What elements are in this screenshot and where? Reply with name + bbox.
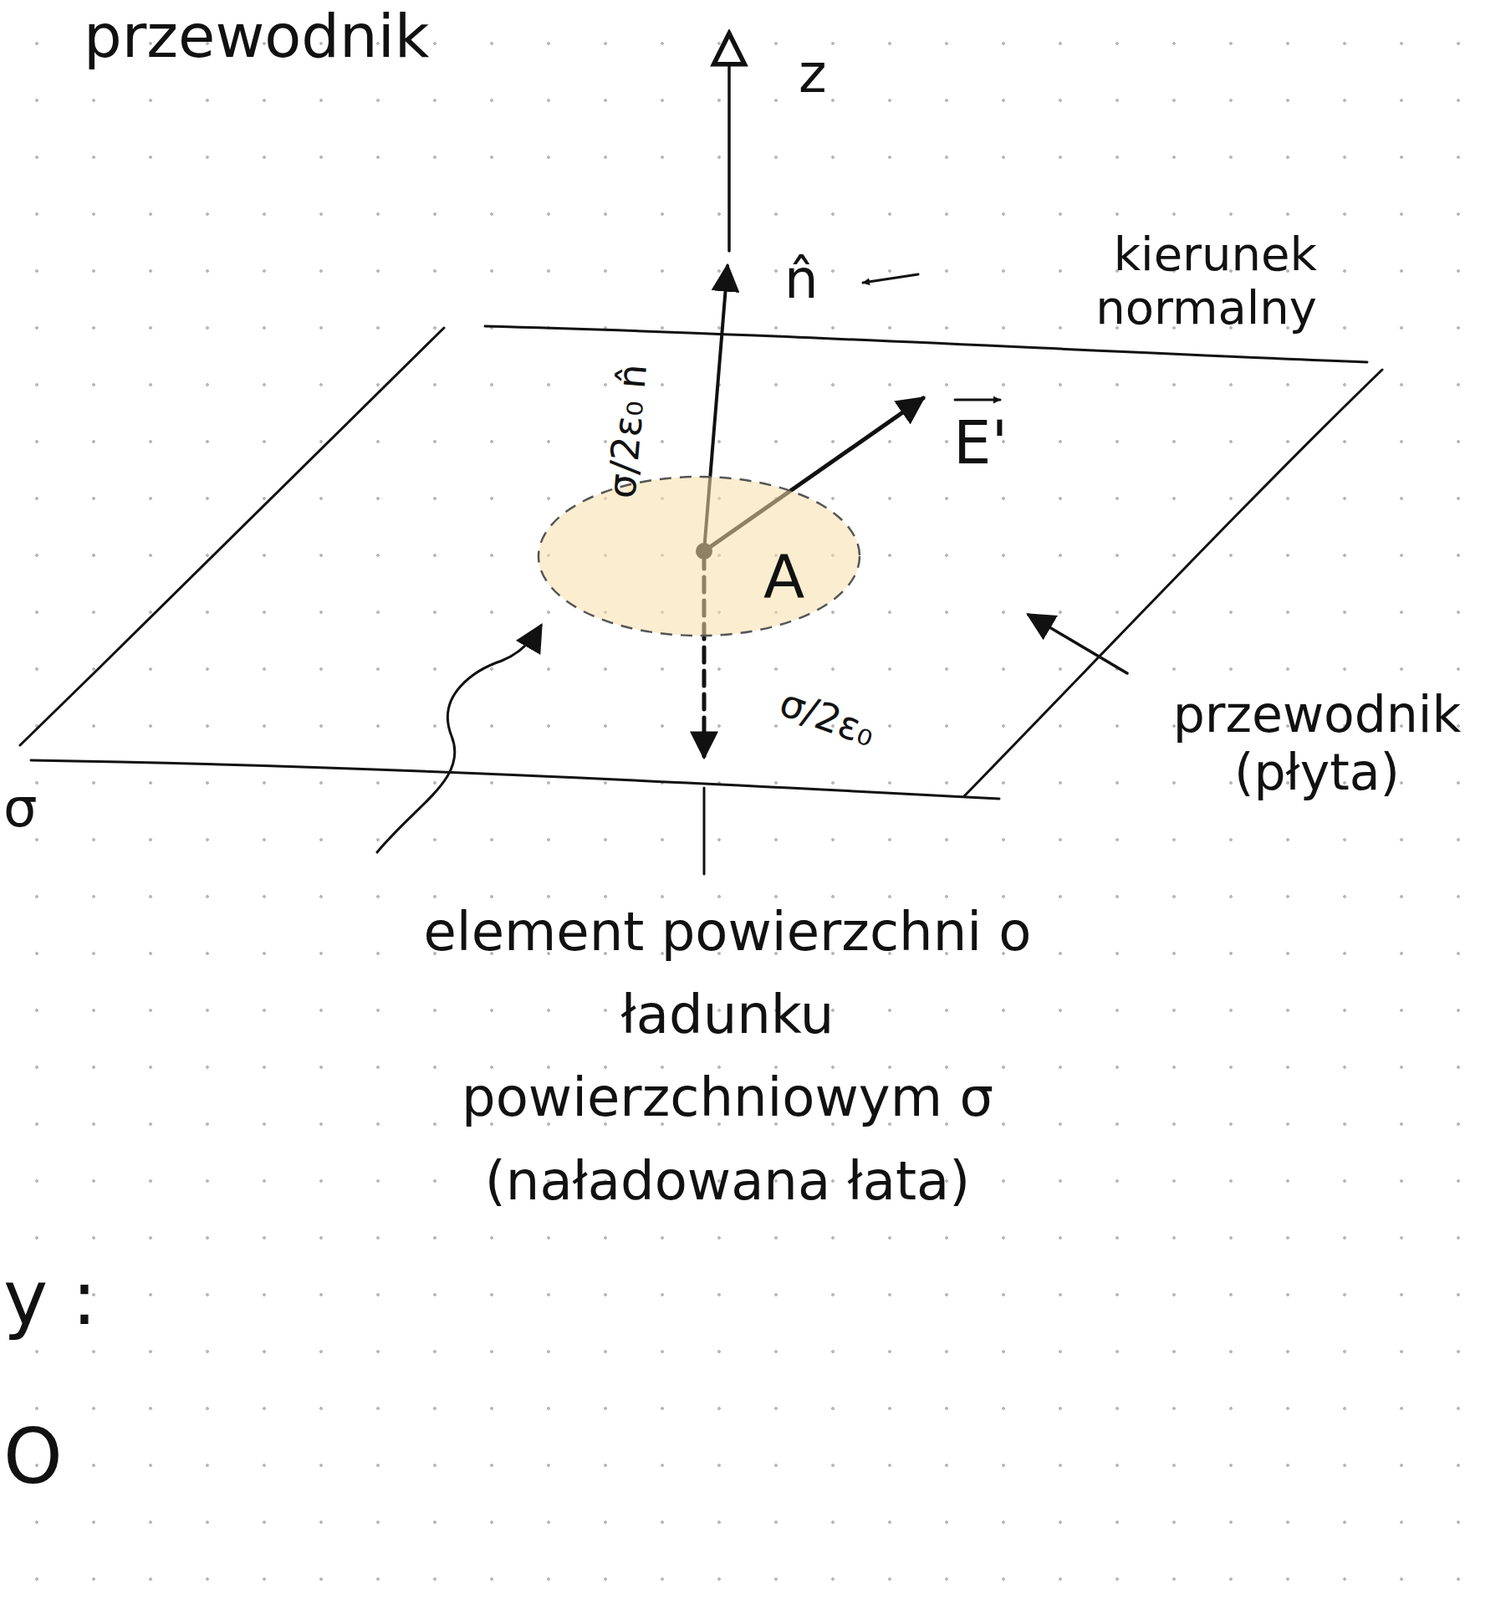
part-label: przewodnik (płyta) [1145, 685, 1489, 802]
note-label: kierunek normalny [923, 227, 1318, 336]
patch-outline [535, 474, 863, 639]
fragment-text: O [3, 1413, 63, 1501]
charged-patch: A [535, 474, 863, 639]
fragment-text: σ [3, 777, 38, 840]
vector-label: n̂ [784, 249, 819, 312]
field-label: σ/2ε₀ [774, 679, 882, 756]
fragment-text: y : [3, 1254, 97, 1342]
axis-label: z [798, 43, 827, 106]
point-label: A [763, 546, 805, 607]
vector-label: E' [953, 408, 1008, 478]
field-label: σ/2ε₀ n̂ [599, 361, 656, 500]
title-note: przewodnik [83, 1, 429, 72]
description-note: element powierzchni o ładunku powierzchn… [393, 890, 1062, 1223]
